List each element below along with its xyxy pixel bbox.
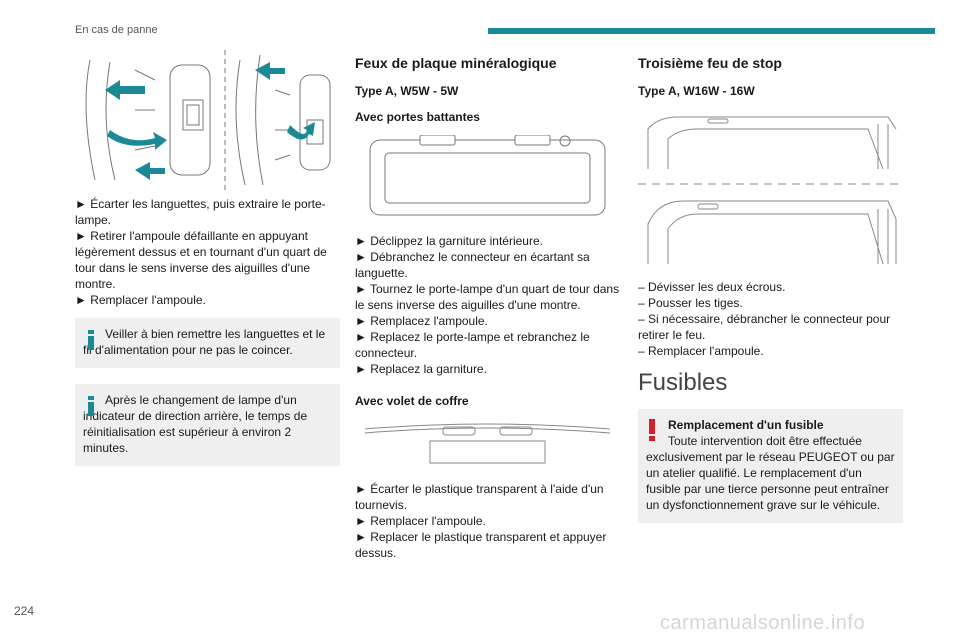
column-3: Troisième feu de stop Type A, W16W - 16W…: [638, 55, 903, 523]
step: ► Écarter le plastique transparent à l'a…: [355, 482, 604, 512]
fuses-heading: Fusibles: [638, 369, 728, 396]
warning-text: exclusivement par le réseau PEUGEOT ou p…: [646, 450, 895, 512]
step: – Remplacer l'ampoule.: [638, 344, 764, 358]
step: ► Remplacez l'ampoule.: [355, 314, 488, 328]
note-text: Après le changement de lampe d'un indica…: [83, 393, 308, 455]
info-icon: [87, 330, 95, 350]
step: – Si nécessaire, débrancher le connecteu…: [638, 312, 891, 342]
step: ► Remplacer l'ampoule.: [355, 514, 486, 528]
header-section-title: En cas de panne: [75, 24, 158, 36]
step: ► Replacer le plastique transparent et a…: [355, 530, 607, 560]
info-icon: [87, 396, 95, 416]
subsection-title: Avec volet de coffre: [355, 394, 469, 408]
info-note: Après le changement de lampe d'un indica…: [75, 384, 340, 466]
step: ► Déclippez la garniture intérieure.: [355, 234, 543, 248]
step: – Dévisser les deux écrous.: [638, 280, 786, 294]
warning-box: Remplacement d'un fusible Toute interven…: [638, 409, 903, 523]
info-note: Veiller à bien remettre les languettes e…: [75, 318, 340, 368]
step: ► Retirer l'ampoule défaillante en appuy…: [75, 229, 327, 291]
step: ► Débranchez le connecteur en écartant s…: [355, 250, 590, 280]
page-number: 224: [14, 604, 35, 618]
warning-text: Toute intervention doit être effectuée: [668, 434, 862, 448]
step: – Pousser les tiges.: [638, 296, 743, 310]
step: ► Tournez le porte-lampe d'un quart de t…: [355, 282, 620, 312]
plate-lamp-tailgate-illustration: [364, 423, 611, 464]
subsection-title: Avec portes battantes: [355, 110, 480, 124]
section-title: Troisième feu de stop: [638, 55, 782, 71]
step: ► Replacez la garniture.: [355, 362, 487, 376]
warning-title: Remplacement d'un fusible: [668, 418, 824, 432]
note-text: Veiller à bien remettre les languettes e…: [83, 327, 326, 357]
warning-exclamation-icon: [648, 419, 656, 441]
column-2: Feux de plaque minéralogique Type A, W5W…: [355, 55, 620, 561]
plate-lamp-doors-illustration: [369, 135, 606, 216]
step: ► Écarter les languettes, puis extraire …: [75, 197, 326, 227]
watermark: carmanualsonline.info: [660, 612, 866, 634]
third-brake-light-illustration: [638, 116, 903, 265]
bulb-type: Type A, W5W - 5W: [355, 84, 459, 98]
header-accent-bar: [488, 28, 935, 34]
column-1: ► Écarter les languettes, puis extraire …: [75, 50, 340, 466]
step: ► Remplacer l'ampoule.: [75, 293, 206, 307]
step: ► Replacez le porte-lampe et rebranchez …: [355, 330, 590, 360]
section-title: Feux de plaque minéralogique: [355, 55, 557, 71]
turn-signal-lamp-illustration: [85, 50, 331, 190]
bulb-type: Type A, W16W - 16W: [638, 84, 755, 98]
